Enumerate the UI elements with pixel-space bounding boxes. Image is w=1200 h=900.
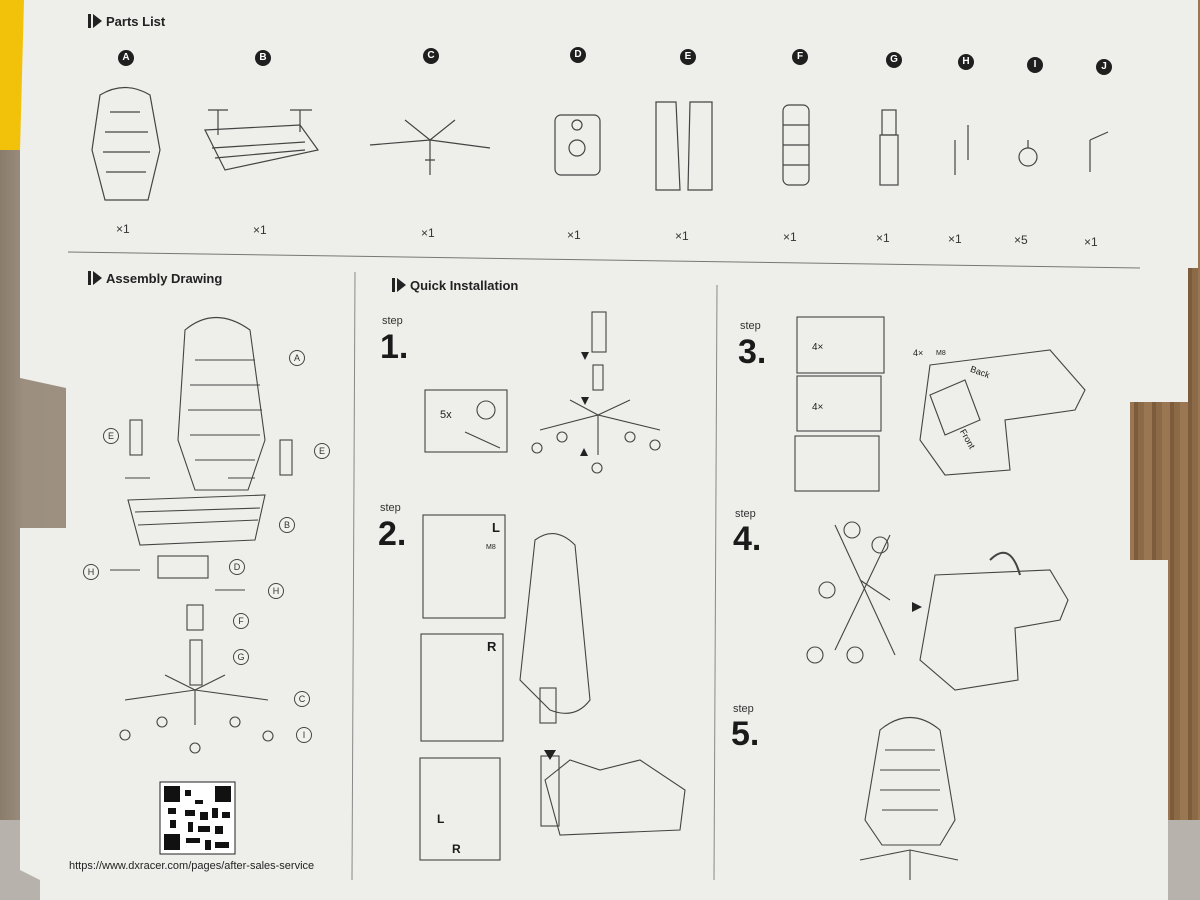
callout-h-right: H [268, 583, 284, 599]
part-qty-b: ×1 [253, 223, 267, 237]
step2-panel-left: L [437, 812, 445, 826]
part-qty-d: ×1 [567, 228, 581, 242]
callout-h-left: H [83, 564, 99, 580]
step2-right-marker: R [487, 639, 497, 654]
step-2-number: 2. [378, 515, 407, 553]
section-marker-icon [88, 271, 91, 285]
step-5-number: 5. [731, 715, 760, 753]
step-1-label: step [382, 315, 403, 327]
part-badge-j: J [1096, 59, 1112, 75]
step2-m8-label: M8 [486, 544, 496, 551]
part-badge-f: F [792, 49, 808, 65]
step-5-label: step [733, 703, 754, 715]
part-badge-d: D [570, 47, 586, 63]
part-badge-h: H [958, 54, 974, 70]
section-marker-icon [88, 14, 91, 28]
part-qty-f: ×1 [783, 230, 797, 244]
step-4-label: step [735, 508, 756, 520]
part-badge-a: A [118, 50, 134, 66]
callout-f: F [233, 613, 249, 629]
quick-installation-title: Quick Installation [392, 278, 518, 293]
parts-list-title-text: Parts List [106, 14, 166, 29]
assembly-drawing-title: Assembly Drawing [88, 271, 222, 286]
step3-m8-label: M8 [936, 350, 946, 357]
callout-e-left: E [103, 428, 119, 444]
part-qty-c: ×1 [421, 226, 435, 240]
step-1-number: 1. [380, 328, 409, 366]
support-url[interactable]: https://www.dxracer.com/pages/after-sale… [69, 860, 315, 872]
step1-caster-qty: 5x [440, 409, 452, 421]
quick-installation-title-text: Quick Installation [410, 278, 519, 293]
callout-b: B [279, 517, 295, 533]
part-badge-b: B [255, 50, 271, 66]
callout-d: D [229, 559, 245, 575]
section-marker-icon [392, 278, 395, 292]
part-badge-c: C [423, 48, 439, 64]
callout-a: A [289, 350, 305, 366]
part-badge-e: E [680, 49, 696, 65]
callout-g: G [233, 649, 249, 665]
callout-c: C [294, 691, 310, 707]
triangle-icon [93, 271, 102, 285]
callout-e-right: E [314, 443, 330, 459]
triangle-icon [93, 14, 102, 28]
step-3-label: step [740, 320, 761, 332]
part-qty-h: ×1 [948, 232, 962, 246]
step2-panel-right: R [452, 842, 461, 856]
part-badge-i: I [1027, 57, 1043, 73]
part-qty-g: ×1 [876, 231, 890, 245]
step2-left-marker: L [492, 520, 500, 535]
step-2-label: step [380, 502, 401, 514]
part-qty-i: ×5 [1014, 233, 1028, 247]
step3-qty-main: 4× [913, 348, 924, 358]
part-badge-g: G [886, 52, 902, 68]
callout-i: I [296, 727, 312, 743]
part-qty-j: ×1 [1084, 235, 1098, 249]
assembly-drawing-title-text: Assembly Drawing [106, 271, 223, 286]
step3-qty-1: 4× [812, 342, 824, 353]
parts-list-title: Parts List [88, 14, 165, 29]
triangle-icon [397, 278, 406, 292]
part-qty-a: ×1 [116, 222, 130, 236]
step-4-number: 4. [733, 520, 762, 558]
step-3-number: 3. [738, 333, 767, 371]
qr-code [159, 781, 236, 855]
step3-qty-2: 4× [812, 402, 824, 413]
part-qty-e: ×1 [675, 229, 689, 243]
